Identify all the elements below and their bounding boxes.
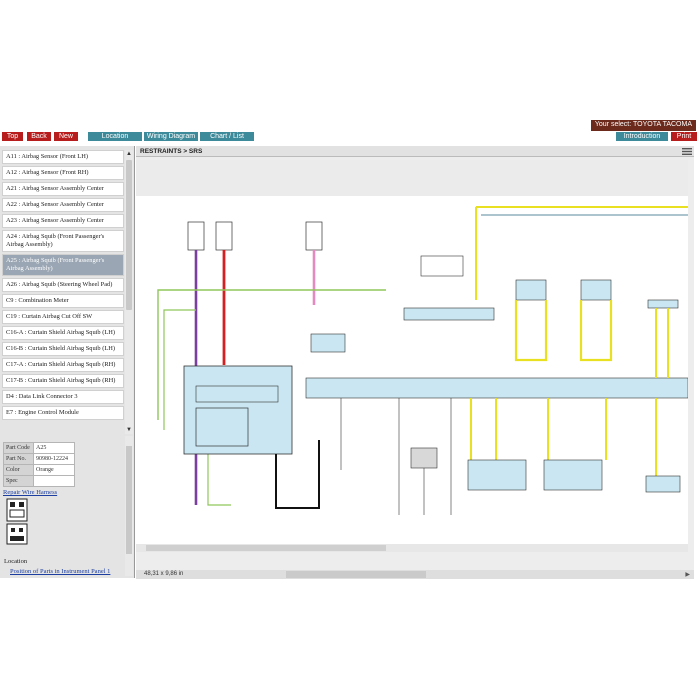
list-item[interactable]: D4 : Data Link Connector 3 <box>2 390 124 404</box>
fuse-group <box>187 221 323 251</box>
list-item[interactable]: C17-B : Curtain Shield Airbag Squib (RH) <box>2 374 124 388</box>
top-button[interactable]: Top <box>2 132 23 141</box>
table-row: Part No.90980-12224 <box>3 453 75 465</box>
part-no-key: Part No. <box>3 453 34 465</box>
print-button[interactable]: Print <box>671 132 697 141</box>
breadcrumb: RESTRAINTS > SRS <box>136 146 694 157</box>
sidebar: A11 : Airbag Sensor (Front LH) A12 : Airb… <box>0 146 135 578</box>
coordinate-readout: 48,31 x 9,86 in <box>144 571 184 577</box>
scroll-thumb[interactable] <box>126 160 132 310</box>
color-value: Orange <box>33 464 75 476</box>
list-item[interactable]: C9 : Combination Meter <box>2 294 124 308</box>
table-row: Spec <box>3 475 75 487</box>
scroll-thumb[interactable] <box>146 545 386 551</box>
part-no-value: 90980-12224 <box>33 453 75 465</box>
horizontal-scrollbar[interactable] <box>136 544 688 552</box>
location-link[interactable]: Position of Parts in Instrument Panel 1 <box>10 568 111 575</box>
list-item[interactable]: C17-A : Curtain Shield Airbag Squib (RH) <box>2 358 124 372</box>
back-button[interactable]: Back <box>27 132 51 141</box>
part-list: A11 : Airbag Sensor (Front LH) A12 : Airb… <box>2 150 124 422</box>
location-button[interactable]: Location <box>88 132 142 141</box>
connector-icon <box>6 498 28 545</box>
list-item[interactable]: A22 : Airbag Sensor Assembly Center <box>2 198 124 212</box>
status-bar: 48,31 x 9,86 in ▶ <box>136 570 694 579</box>
squib-blocks <box>515 279 679 309</box>
introduction-button[interactable]: Introduction <box>616 132 668 141</box>
list-scrollbar[interactable]: ▲ ▼ <box>125 150 133 434</box>
list-item[interactable]: A11 : Airbag Sensor (Front LH) <box>2 150 124 164</box>
spec-key: Spec <box>3 475 34 487</box>
scroll-thumb[interactable] <box>126 446 132 554</box>
vehicle-label: Your select: TOYOTA TACOMA <box>590 120 696 131</box>
spec-value <box>33 475 75 487</box>
info-scrollbar[interactable] <box>125 436 133 576</box>
wiring-diagram-canvas[interactable] <box>136 160 688 544</box>
location-label: Location <box>4 558 28 565</box>
list-item[interactable]: C16-A : Curtain Shield Airbag Squib (LH) <box>2 326 124 340</box>
part-code-value: A25 <box>33 442 75 454</box>
scroll-down-icon[interactable]: ▼ <box>126 427 132 433</box>
nav-row: Top Back New Location Wiring Diagram Cha… <box>0 132 700 142</box>
color-key: Color <box>3 464 34 476</box>
new-button[interactable]: New <box>54 132 78 141</box>
wiring-diagram <box>136 160 688 515</box>
status-scroll-thumb[interactable] <box>286 571 426 578</box>
diagram-panel: RESTRAINTS > SRS <box>136 146 694 579</box>
chart-list-button[interactable]: Chart / List <box>200 132 254 141</box>
list-item[interactable]: A12 : Airbag Sensor (Front RH) <box>2 166 124 180</box>
scroll-up-icon[interactable]: ▲ <box>126 151 132 157</box>
wiring-diagram-button[interactable]: Wiring Diagram <box>144 132 198 141</box>
list-item[interactable]: C16-B : Curtain Shield Airbag Squib (LH) <box>2 342 124 356</box>
list-item[interactable]: A25 : Airbag Squib (Front Passenger's Ai… <box>2 254 124 276</box>
list-item[interactable]: A24 : Airbag Squib (Front Passenger's Ai… <box>2 230 124 252</box>
list-item[interactable]: A21 : Airbag Sensor Assembly Center <box>2 182 124 196</box>
scroll-right-icon[interactable]: ▶ <box>685 572 690 578</box>
part-code-key: Part Code <box>3 442 34 454</box>
list-item[interactable]: A23 : Airbag Sensor Assembly Center <box>2 214 124 228</box>
top-header: Your select: TOYOTA TACOMA <box>0 118 700 142</box>
list-item[interactable]: E7 : Engine Control Module <box>2 406 124 420</box>
menu-icon[interactable] <box>682 148 692 155</box>
breadcrumb-text: RESTRAINTS > SRS <box>140 148 203 155</box>
repair-wire-harness-link[interactable]: Repair Wire Harness <box>3 489 58 496</box>
list-item[interactable]: C19 : Curtain Airbag Cut Off SW <box>2 310 124 324</box>
list-item[interactable]: A26 : Airbag Squib (Steering Wheel Pad) <box>2 278 124 292</box>
